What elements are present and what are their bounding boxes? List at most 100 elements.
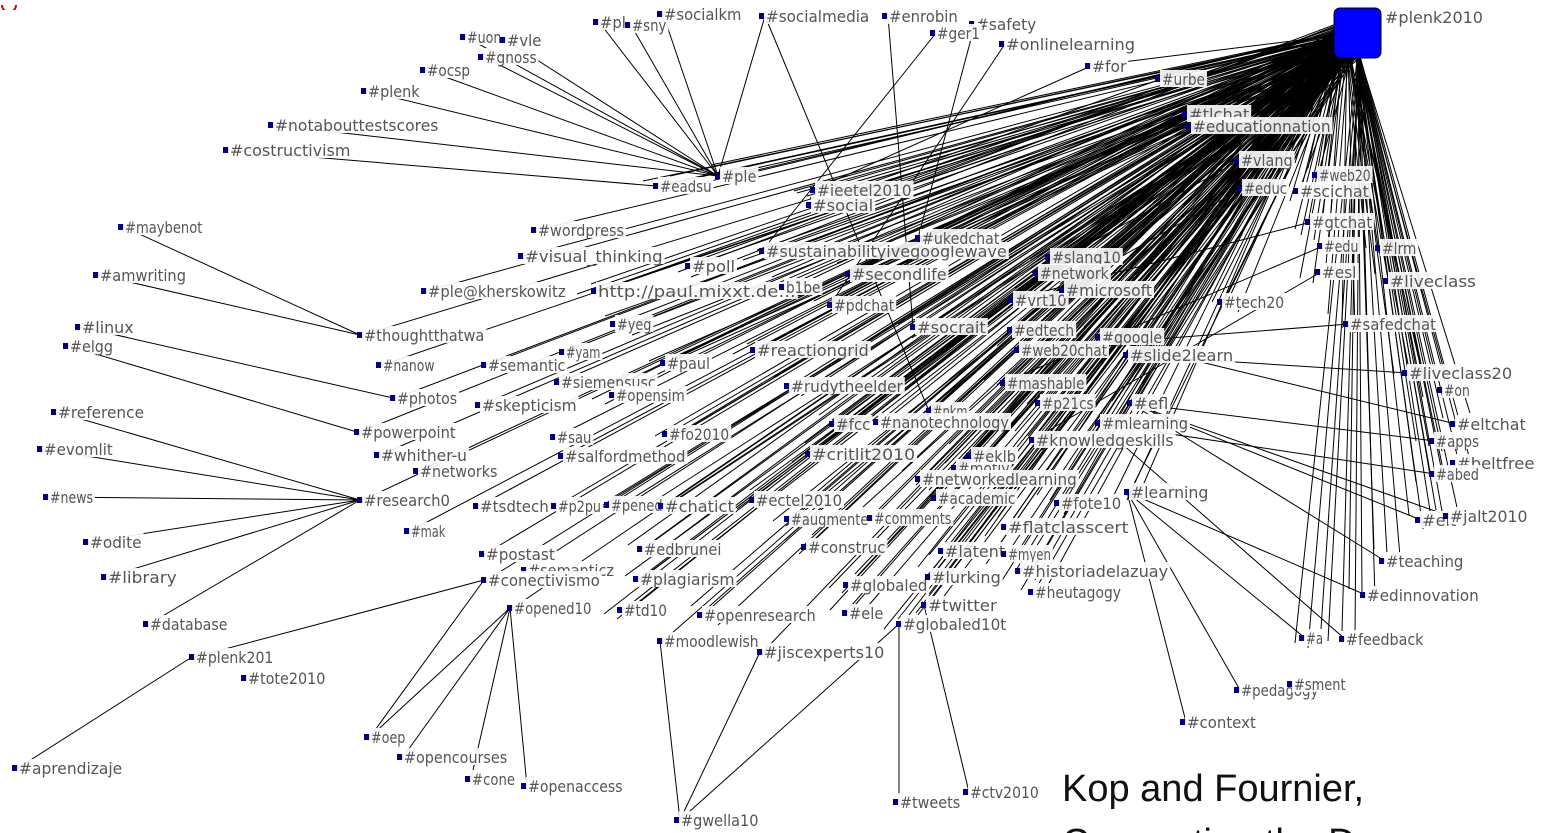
node-label-background xyxy=(484,545,557,562)
node-label-background xyxy=(1160,70,1207,87)
node-marker xyxy=(658,503,664,509)
node-label-background xyxy=(789,510,871,527)
edge-line xyxy=(148,499,361,625)
node-marker xyxy=(531,227,537,233)
node-label: #mashable xyxy=(1007,374,1084,393)
node-label-background xyxy=(505,31,544,48)
node-label-background xyxy=(425,61,472,78)
node-marker xyxy=(657,11,663,17)
node-label-background xyxy=(486,571,602,588)
node-marker xyxy=(1402,370,1408,376)
node-marker xyxy=(1095,334,1101,340)
node-label: #network xyxy=(1040,264,1109,283)
node-label-background xyxy=(663,497,736,514)
node-marker xyxy=(653,183,659,189)
node-label-background xyxy=(834,415,873,432)
node-label: #learning xyxy=(1131,483,1208,502)
node-marker xyxy=(1035,400,1041,406)
hub-node: #plenk2010 xyxy=(1333,7,1483,59)
node-label: #efl xyxy=(1134,394,1168,413)
edge-line xyxy=(815,32,1358,191)
node-label: #uon xyxy=(467,28,501,47)
node-label-background xyxy=(42,440,115,457)
node-label-background xyxy=(968,783,1041,800)
node-label: #abed xyxy=(1436,465,1479,484)
node-label-background xyxy=(974,15,1039,32)
node-marker xyxy=(507,605,513,611)
node-label: #ieetel2010 xyxy=(817,181,912,200)
node-label-background xyxy=(1064,281,1154,298)
node-marker xyxy=(1312,172,1318,178)
node-label: #comments xyxy=(874,509,951,528)
node-marker xyxy=(591,288,597,294)
node-label-background xyxy=(402,748,510,765)
node-marker xyxy=(966,453,972,459)
node-label: #slide2learn xyxy=(1130,346,1233,365)
node-label-background xyxy=(512,599,594,616)
node-label-background xyxy=(362,491,452,508)
node-label-background xyxy=(1434,465,1481,482)
node-marker xyxy=(715,173,721,179)
edge-line xyxy=(273,124,719,177)
node-label: #on xyxy=(1444,381,1470,400)
edge-line xyxy=(1086,51,1361,433)
node-label: #augmente xyxy=(791,510,868,529)
node-label-background xyxy=(1407,364,1515,381)
node-marker xyxy=(361,88,367,94)
node-label-background xyxy=(690,257,737,274)
node-label-background xyxy=(56,403,146,420)
edge-line xyxy=(941,42,1358,600)
node-marker xyxy=(404,528,410,534)
node-label: #powerpoint xyxy=(361,423,456,442)
edge-line xyxy=(1327,24,1362,642)
node-marker xyxy=(521,567,527,573)
node-label: #td10 xyxy=(624,601,667,620)
node-marker xyxy=(551,503,557,509)
node-marker xyxy=(1123,352,1129,358)
node-marker xyxy=(1383,278,1389,284)
edge-line xyxy=(48,496,361,501)
node-label: #educationnation xyxy=(1193,117,1331,136)
node-label: #sment xyxy=(1294,675,1346,694)
node-label-background xyxy=(1322,237,1361,254)
node-label: #semantic xyxy=(488,356,565,375)
node-marker xyxy=(460,34,466,40)
node-marker xyxy=(1450,460,1456,466)
node-label-background xyxy=(555,428,594,445)
node-label: #thoughtthatwa xyxy=(364,326,484,345)
node-label-background xyxy=(379,446,469,463)
node-label: #tsdtech xyxy=(480,497,549,516)
node-label: #educ xyxy=(1244,179,1287,198)
node-marker xyxy=(779,284,785,290)
node-marker xyxy=(374,452,380,458)
node-label: #pl xyxy=(600,13,626,32)
node-label-background xyxy=(465,28,504,45)
node-label: #yeg xyxy=(617,315,651,334)
node-marker xyxy=(223,147,229,153)
node-label-background xyxy=(1239,151,1295,168)
edge-line xyxy=(659,640,681,821)
node-label: #liveclass20 xyxy=(1409,364,1512,383)
node-label: #liveclass xyxy=(1390,272,1476,291)
node-label: #ocsp xyxy=(427,61,470,80)
node-marker xyxy=(1429,471,1435,477)
node-marker xyxy=(473,503,479,509)
node-label: #p21cs xyxy=(1042,394,1094,413)
node-label: #slang10 xyxy=(1052,248,1121,267)
edge-line xyxy=(1126,491,1367,596)
node-label: #plenk201 xyxy=(196,648,273,667)
edge-line xyxy=(80,326,394,399)
node-label: #odite xyxy=(90,533,142,552)
node-label: #fcc xyxy=(836,415,870,434)
edge-line xyxy=(1237,42,1348,313)
node-label: #whither-u xyxy=(381,446,467,465)
node-label-background xyxy=(68,337,115,354)
node-label: #historiadelazuay xyxy=(1022,562,1168,581)
hub-node-square xyxy=(1333,7,1382,59)
node-label: #library xyxy=(108,568,177,587)
edge-line xyxy=(787,31,1353,392)
node-label-background xyxy=(930,568,1003,585)
node-label-background xyxy=(486,356,568,373)
node-label-background xyxy=(1013,291,1069,308)
node-marker xyxy=(268,122,274,128)
